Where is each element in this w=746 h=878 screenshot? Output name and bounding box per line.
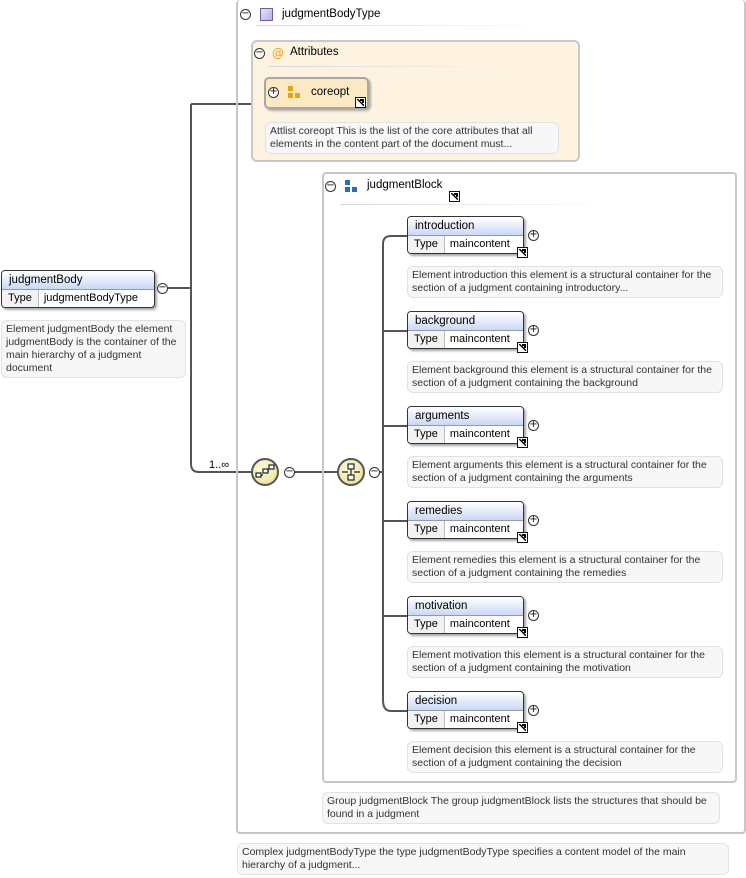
complex-type-panel — [236, 0, 746, 834]
type-value: maincontent — [449, 713, 510, 725]
cardinality-label: 1..∞ — [209, 459, 230, 471]
type-label: Type — [408, 236, 445, 253]
element-annotation: Element remedies this element is a struc… — [407, 551, 723, 583]
group-annotation: Group judgmentBlock The group judgmentBl… — [322, 792, 720, 824]
group-panel-judgmentBlock — [322, 172, 737, 783]
choice-compositor[interactable] — [337, 458, 365, 486]
type-label: Type — [408, 616, 445, 633]
sequence-compositor[interactable] — [251, 458, 279, 486]
attribute-at-icon: @ — [272, 46, 284, 60]
attribute-group-icon — [288, 86, 302, 100]
element-name: decision — [408, 692, 523, 711]
element-name: motivation — [408, 597, 523, 616]
type-value: maincontent — [449, 238, 510, 250]
attributes-separator — [268, 66, 508, 67]
element-reference-icon[interactable] — [517, 627, 528, 638]
attribute-group-coreopt[interactable] — [264, 77, 369, 109]
complex-type-icon — [260, 8, 273, 21]
coreopt-reference-icon[interactable] — [355, 97, 366, 108]
choice-collapse-toggle[interactable]: − — [369, 466, 380, 478]
group-icon — [345, 180, 359, 194]
element-annotation: Element decision this element is a struc… — [407, 741, 723, 773]
type-label: Type — [2, 290, 39, 307]
element-reference-icon[interactable] — [517, 437, 528, 448]
group-name: judgmentBlock — [367, 179, 443, 191]
element-reference-icon[interactable] — [517, 342, 528, 353]
complex-type-separator — [256, 25, 556, 26]
coreopt-name: coreopt — [311, 86, 350, 98]
root-annotation: Element judgmentBody the element judgmen… — [1, 320, 186, 378]
type-value: maincontent — [449, 333, 510, 345]
group-collapse-toggle[interactable]: − — [325, 180, 336, 192]
element-reference-icon[interactable] — [517, 247, 528, 258]
element-reference-icon[interactable] — [517, 532, 528, 543]
attributes-annotation: Attlist coreopt This is the list of the … — [265, 122, 559, 154]
element-expand-toggle[interactable]: + — [528, 704, 539, 716]
complex-type-annotation: Complex judgmentBodyType the type judgme… — [237, 843, 729, 875]
coreopt-expand-toggle[interactable]: + — [268, 86, 279, 98]
attributes-collapse-toggle[interactable]: − — [254, 47, 265, 59]
element-reference-icon[interactable] — [517, 722, 528, 733]
element-name: introduction — [408, 217, 523, 236]
element-name: judgmentBody — [2, 271, 154, 290]
type-label: Type — [408, 426, 445, 443]
element-expand-toggle[interactable]: + — [528, 419, 539, 431]
group-separator — [340, 204, 620, 205]
type-value: maincontent — [449, 428, 510, 440]
element-annotation: Element background this element is a str… — [407, 361, 723, 393]
group-reference-icon[interactable] — [449, 191, 460, 202]
element-name: remedies — [408, 502, 523, 521]
element-annotation: Element motivation this element is a str… — [407, 646, 723, 678]
element-name: background — [408, 312, 523, 331]
element-expand-toggle[interactable]: + — [528, 609, 539, 621]
element-expand-toggle[interactable]: + — [528, 514, 539, 526]
complex-type-collapse-toggle[interactable]: − — [240, 8, 251, 20]
attributes-title: Attributes — [290, 46, 339, 58]
type-label: Type — [408, 521, 445, 538]
complex-type-name: judgmentBodyType — [282, 8, 381, 20]
root-collapse-toggle[interactable]: − — [157, 282, 168, 294]
element-annotation: Element introduction this element is a s… — [407, 266, 723, 298]
element-expand-toggle[interactable]: + — [528, 229, 539, 241]
type-value: maincontent — [449, 618, 510, 630]
type-value: maincontent — [449, 523, 510, 535]
sequence-collapse-toggle[interactable]: − — [284, 466, 295, 478]
type-label: Type — [408, 331, 445, 348]
root-element-judgmentBody[interactable]: judgmentBody Type judgmentBodyType — [1, 270, 155, 308]
element-expand-toggle[interactable]: + — [528, 324, 539, 336]
type-value: judgmentBodyType — [43, 292, 139, 304]
element-annotation: Element arguments this element is a stru… — [407, 456, 723, 488]
type-label: Type — [408, 711, 445, 728]
element-name: arguments — [408, 407, 523, 426]
